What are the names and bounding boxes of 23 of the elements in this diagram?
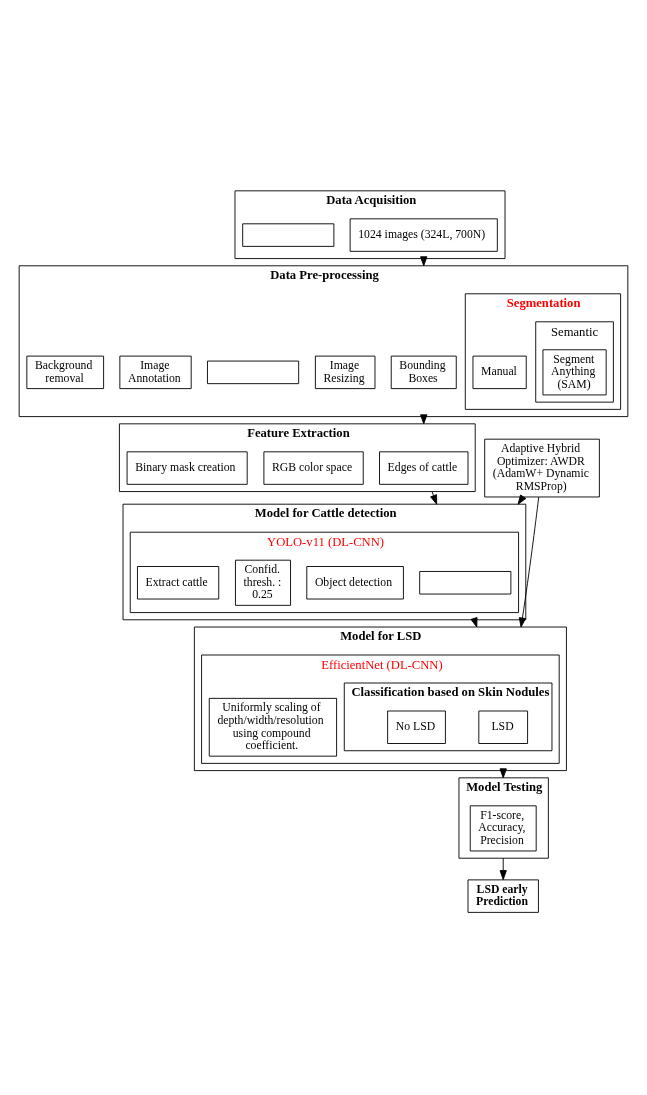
node-box: [207, 360, 300, 384]
node-box: Extract cattle: [137, 565, 220, 599]
node-box: [242, 222, 335, 247]
arrow: [499, 857, 507, 880]
node-box: [419, 570, 512, 594]
arrow: [430, 490, 438, 505]
node-box: F1-score, Accuracy, Precision: [469, 804, 537, 851]
node-box: Edges of cattle: [379, 450, 469, 485]
node-box: Image Resizing: [314, 355, 376, 389]
node-box: Background removal: [26, 355, 105, 389]
node-box: 1024 images (324L, 700N): [349, 217, 498, 252]
node-box: Bounding Boxes: [390, 355, 457, 389]
node-box: LSD: [478, 710, 529, 744]
node-box: Segment Anything (SAM): [542, 348, 607, 395]
node-box: Confid. thresh. : 0.25: [235, 559, 291, 606]
node-box: Manual: [472, 355, 527, 389]
node-box: No LSD: [387, 710, 446, 744]
node-box: Image Annotation: [119, 355, 192, 389]
node-box: Uniformly scaling of depth/width/resolution using compound coefficient.: [208, 697, 338, 757]
node-box: LSD early Prediction: [467, 878, 539, 913]
node-box: RGB color space: [263, 450, 364, 485]
node-box: Object detection: [306, 565, 404, 599]
node-box: Binary mask creation: [126, 450, 248, 485]
